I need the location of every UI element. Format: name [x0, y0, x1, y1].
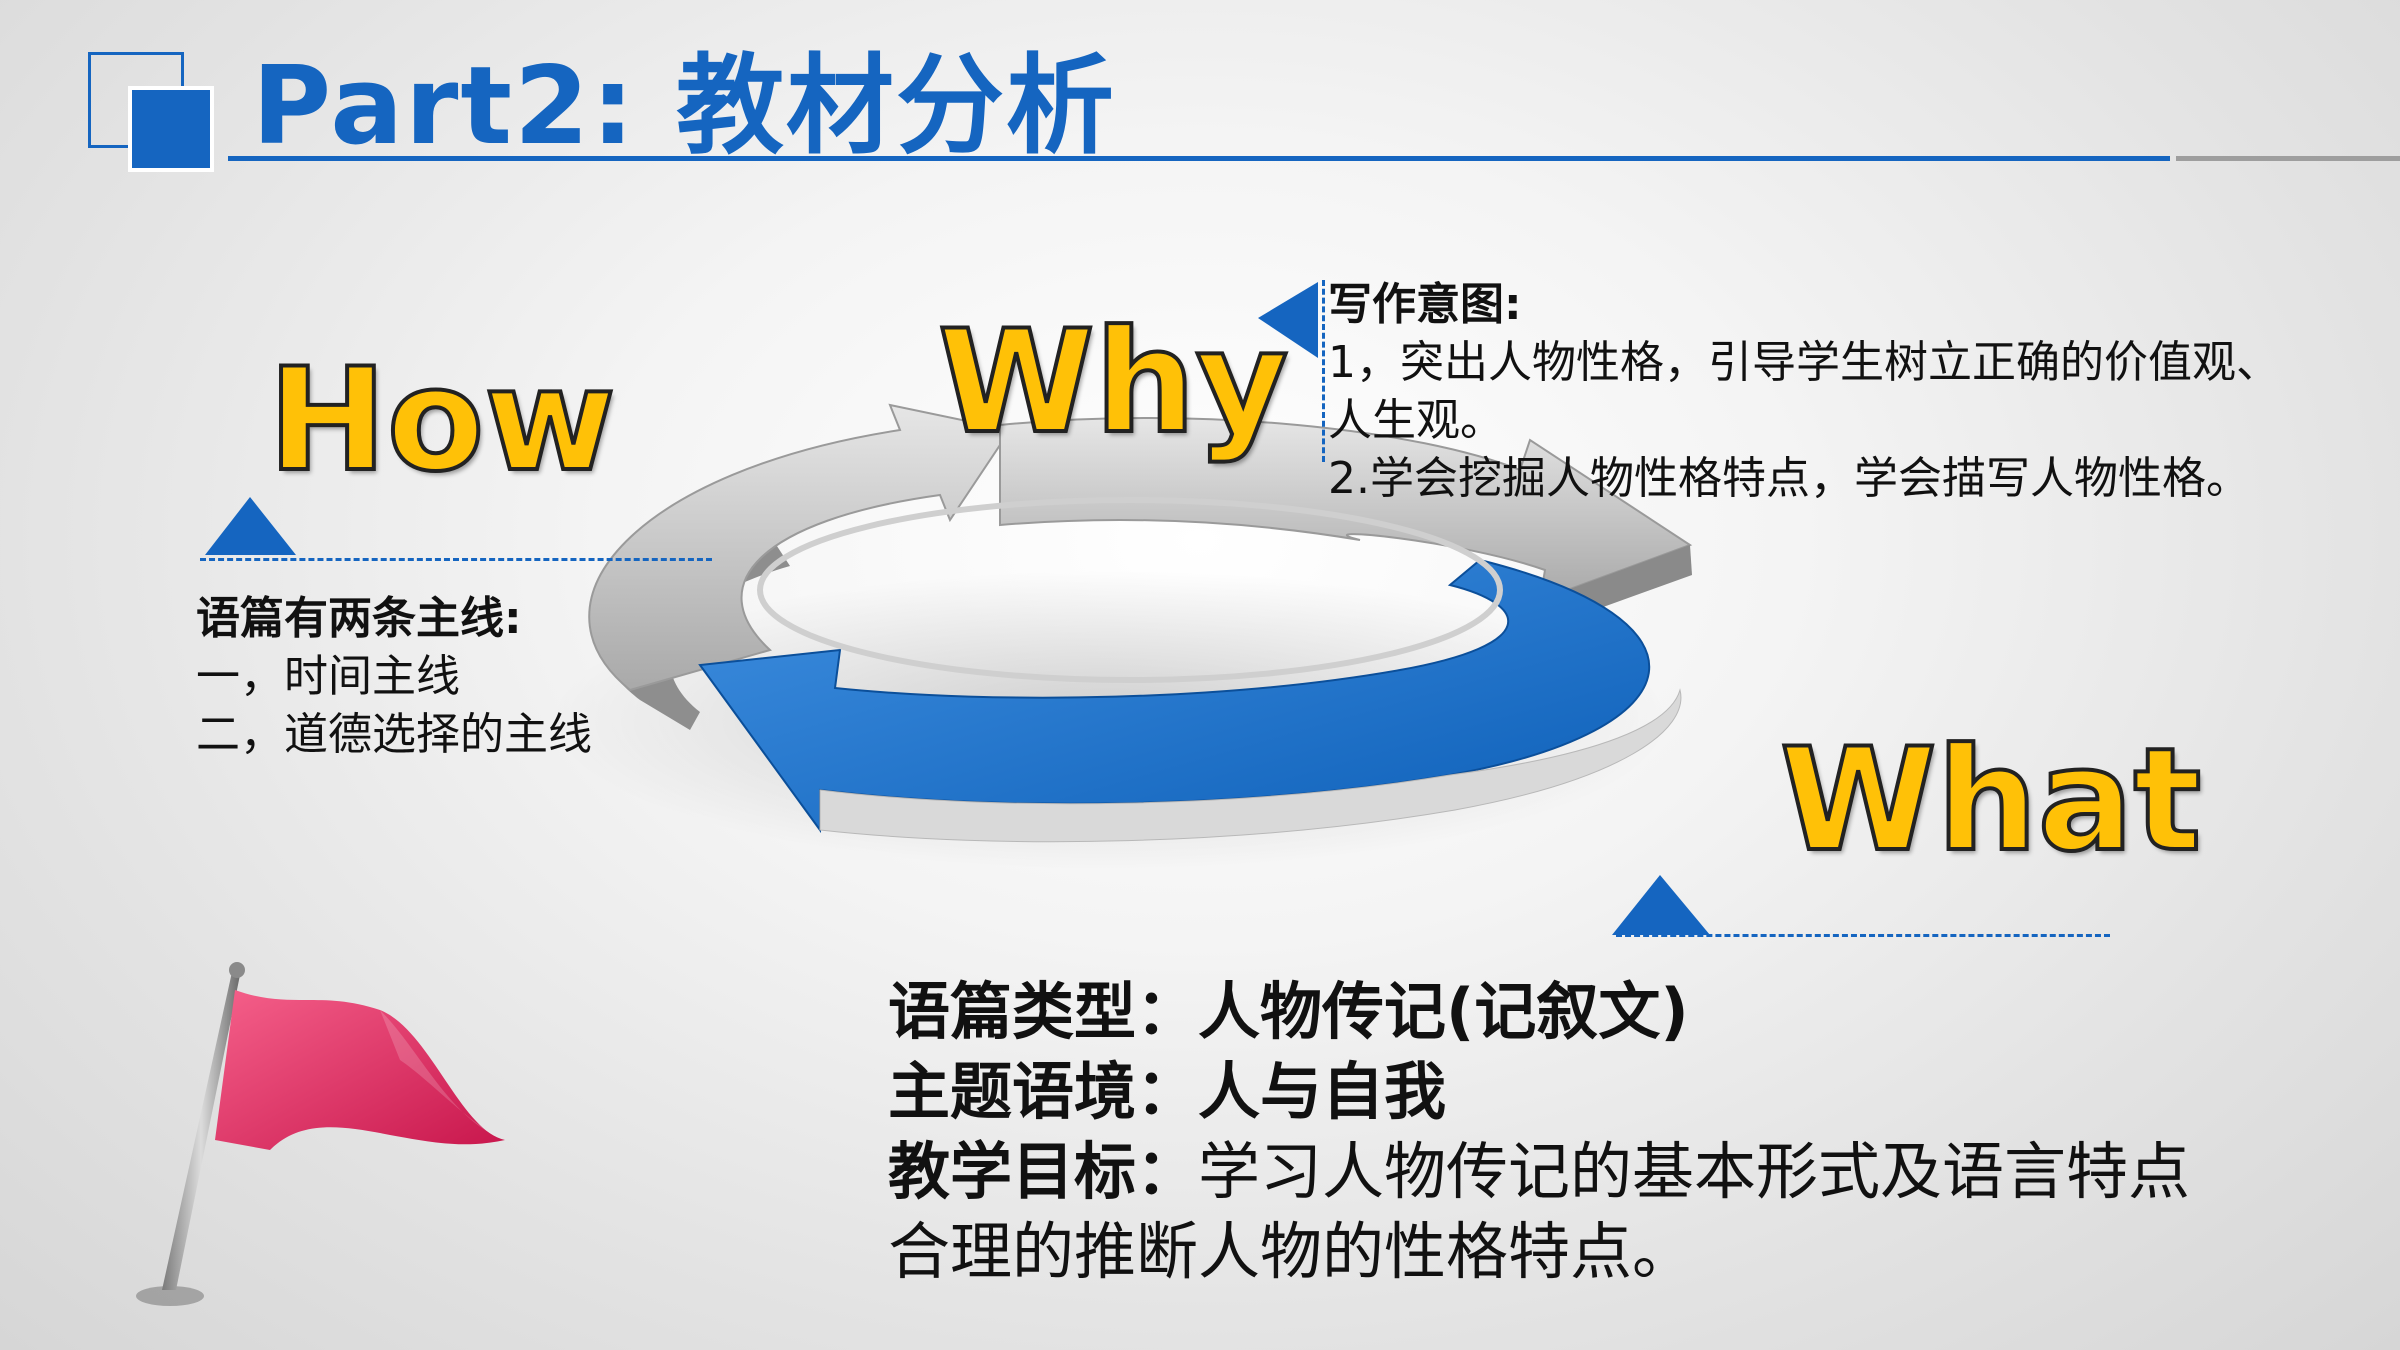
what-row: 语篇类型：人物传记(记叙文) [888, 972, 2190, 1052]
triangle-marker-icon [205, 497, 296, 555]
what-text-block: 语篇类型：人物传记(记叙文) 主题语境：人与自我 教学目标：学习人物传记的基本形… [888, 972, 2190, 1292]
title-underline [228, 156, 2170, 161]
how-heading: 语篇有两条主线: [196, 593, 522, 644]
title-underline-tail [2176, 156, 2400, 161]
what-divider [1616, 934, 2110, 937]
what-row: 教学目标：学习人物传记的基本形式及语言特点 [888, 1132, 2190, 1212]
why-line: 1，突出人物性格，引导学生树立正确的价值观、 [1328, 337, 2280, 388]
why-line: 2.学会挖掘人物性格特点，学会描写人物性格。 [1328, 453, 2250, 504]
why-divider [1322, 280, 1325, 462]
page-title: Part2: 教材分析 [252, 44, 1116, 169]
what-row: 主题语境：人与自我 [888, 1052, 2190, 1132]
why-label: Why [936, 300, 1290, 465]
cycle-arrows-graphic [588, 403, 1693, 843]
what-row-value: 学习人物传记的基本形式及语言特点 [1198, 1135, 2191, 1208]
square-logo-icon [132, 90, 210, 168]
what-label: What [1778, 718, 2203, 883]
how-label: How [266, 338, 618, 503]
why-heading: 写作意图: [1328, 279, 1522, 330]
what-row-value: 合理的推断人物的性格特点。 [888, 1215, 1695, 1288]
how-divider [200, 558, 712, 561]
what-row-value: 人物传记(记叙文) [1198, 975, 1689, 1048]
triangle-marker-icon [1612, 875, 1710, 935]
what-row-label: 教学目标： [888, 1135, 1199, 1208]
how-line: 二，道德选择的主线 [196, 709, 592, 760]
how-line: 一，时间主线 [196, 651, 460, 702]
what-row-value: 人与自我 [1198, 1055, 1447, 1128]
how-text-block: 语篇有两条主线: 一，时间主线 二，道德选择的主线 [196, 590, 592, 764]
what-row: 合理的推断人物的性格特点。 [888, 1212, 2190, 1292]
why-text-block: 写作意图: 1，突出人物性格，引导学生树立正确的价值观、 人生观。 2.学会挖掘… [1328, 276, 2280, 508]
what-row-label: 主题语境： [888, 1055, 1199, 1128]
flag-icon [136, 962, 505, 1306]
triangle-marker-icon [1258, 282, 1318, 358]
why-line: 人生观。 [1328, 395, 1504, 446]
what-row-label: 语篇类型： [888, 975, 1199, 1048]
